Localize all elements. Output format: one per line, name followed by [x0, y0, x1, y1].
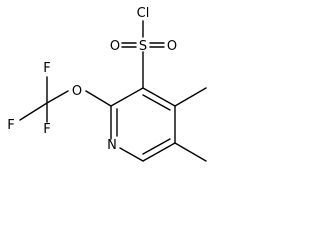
bond-c6-n — [119, 147, 144, 162]
bond-o-cf3 — [46, 90, 69, 104]
bond-cf3-f-left — [19, 102, 48, 121]
atom-label-o-left: O — [110, 39, 120, 54]
bond-c3-c4-a — [142, 87, 176, 107]
atom-label-s: S — [139, 39, 147, 54]
bond-c2-c3 — [110, 87, 144, 107]
bond-c5-c6-a — [142, 142, 176, 162]
atom-label-o-ether: O — [72, 84, 82, 99]
bond-c3-c4-b — [142, 94, 171, 111]
bond-c5-c6-b — [142, 138, 171, 155]
atom-label-f-bottom: F — [43, 122, 50, 137]
bond-c5-methyl — [174, 142, 207, 162]
atom-label-cl: Cl — [137, 6, 150, 21]
bond-c4-methyl — [174, 87, 207, 107]
atom-label-f-top: F — [43, 61, 50, 76]
bond-c2-o — [85, 90, 112, 107]
bonds — [19, 20, 207, 162]
atom-labels: Cl S O O O N F F F — [7, 6, 177, 153]
atom-label-n: N — [107, 138, 117, 153]
atom-label-f-left: F — [7, 118, 14, 133]
chemical-structure: Cl S O O O N F F F — [7, 6, 207, 162]
atom-label-o-right: O — [167, 39, 177, 54]
